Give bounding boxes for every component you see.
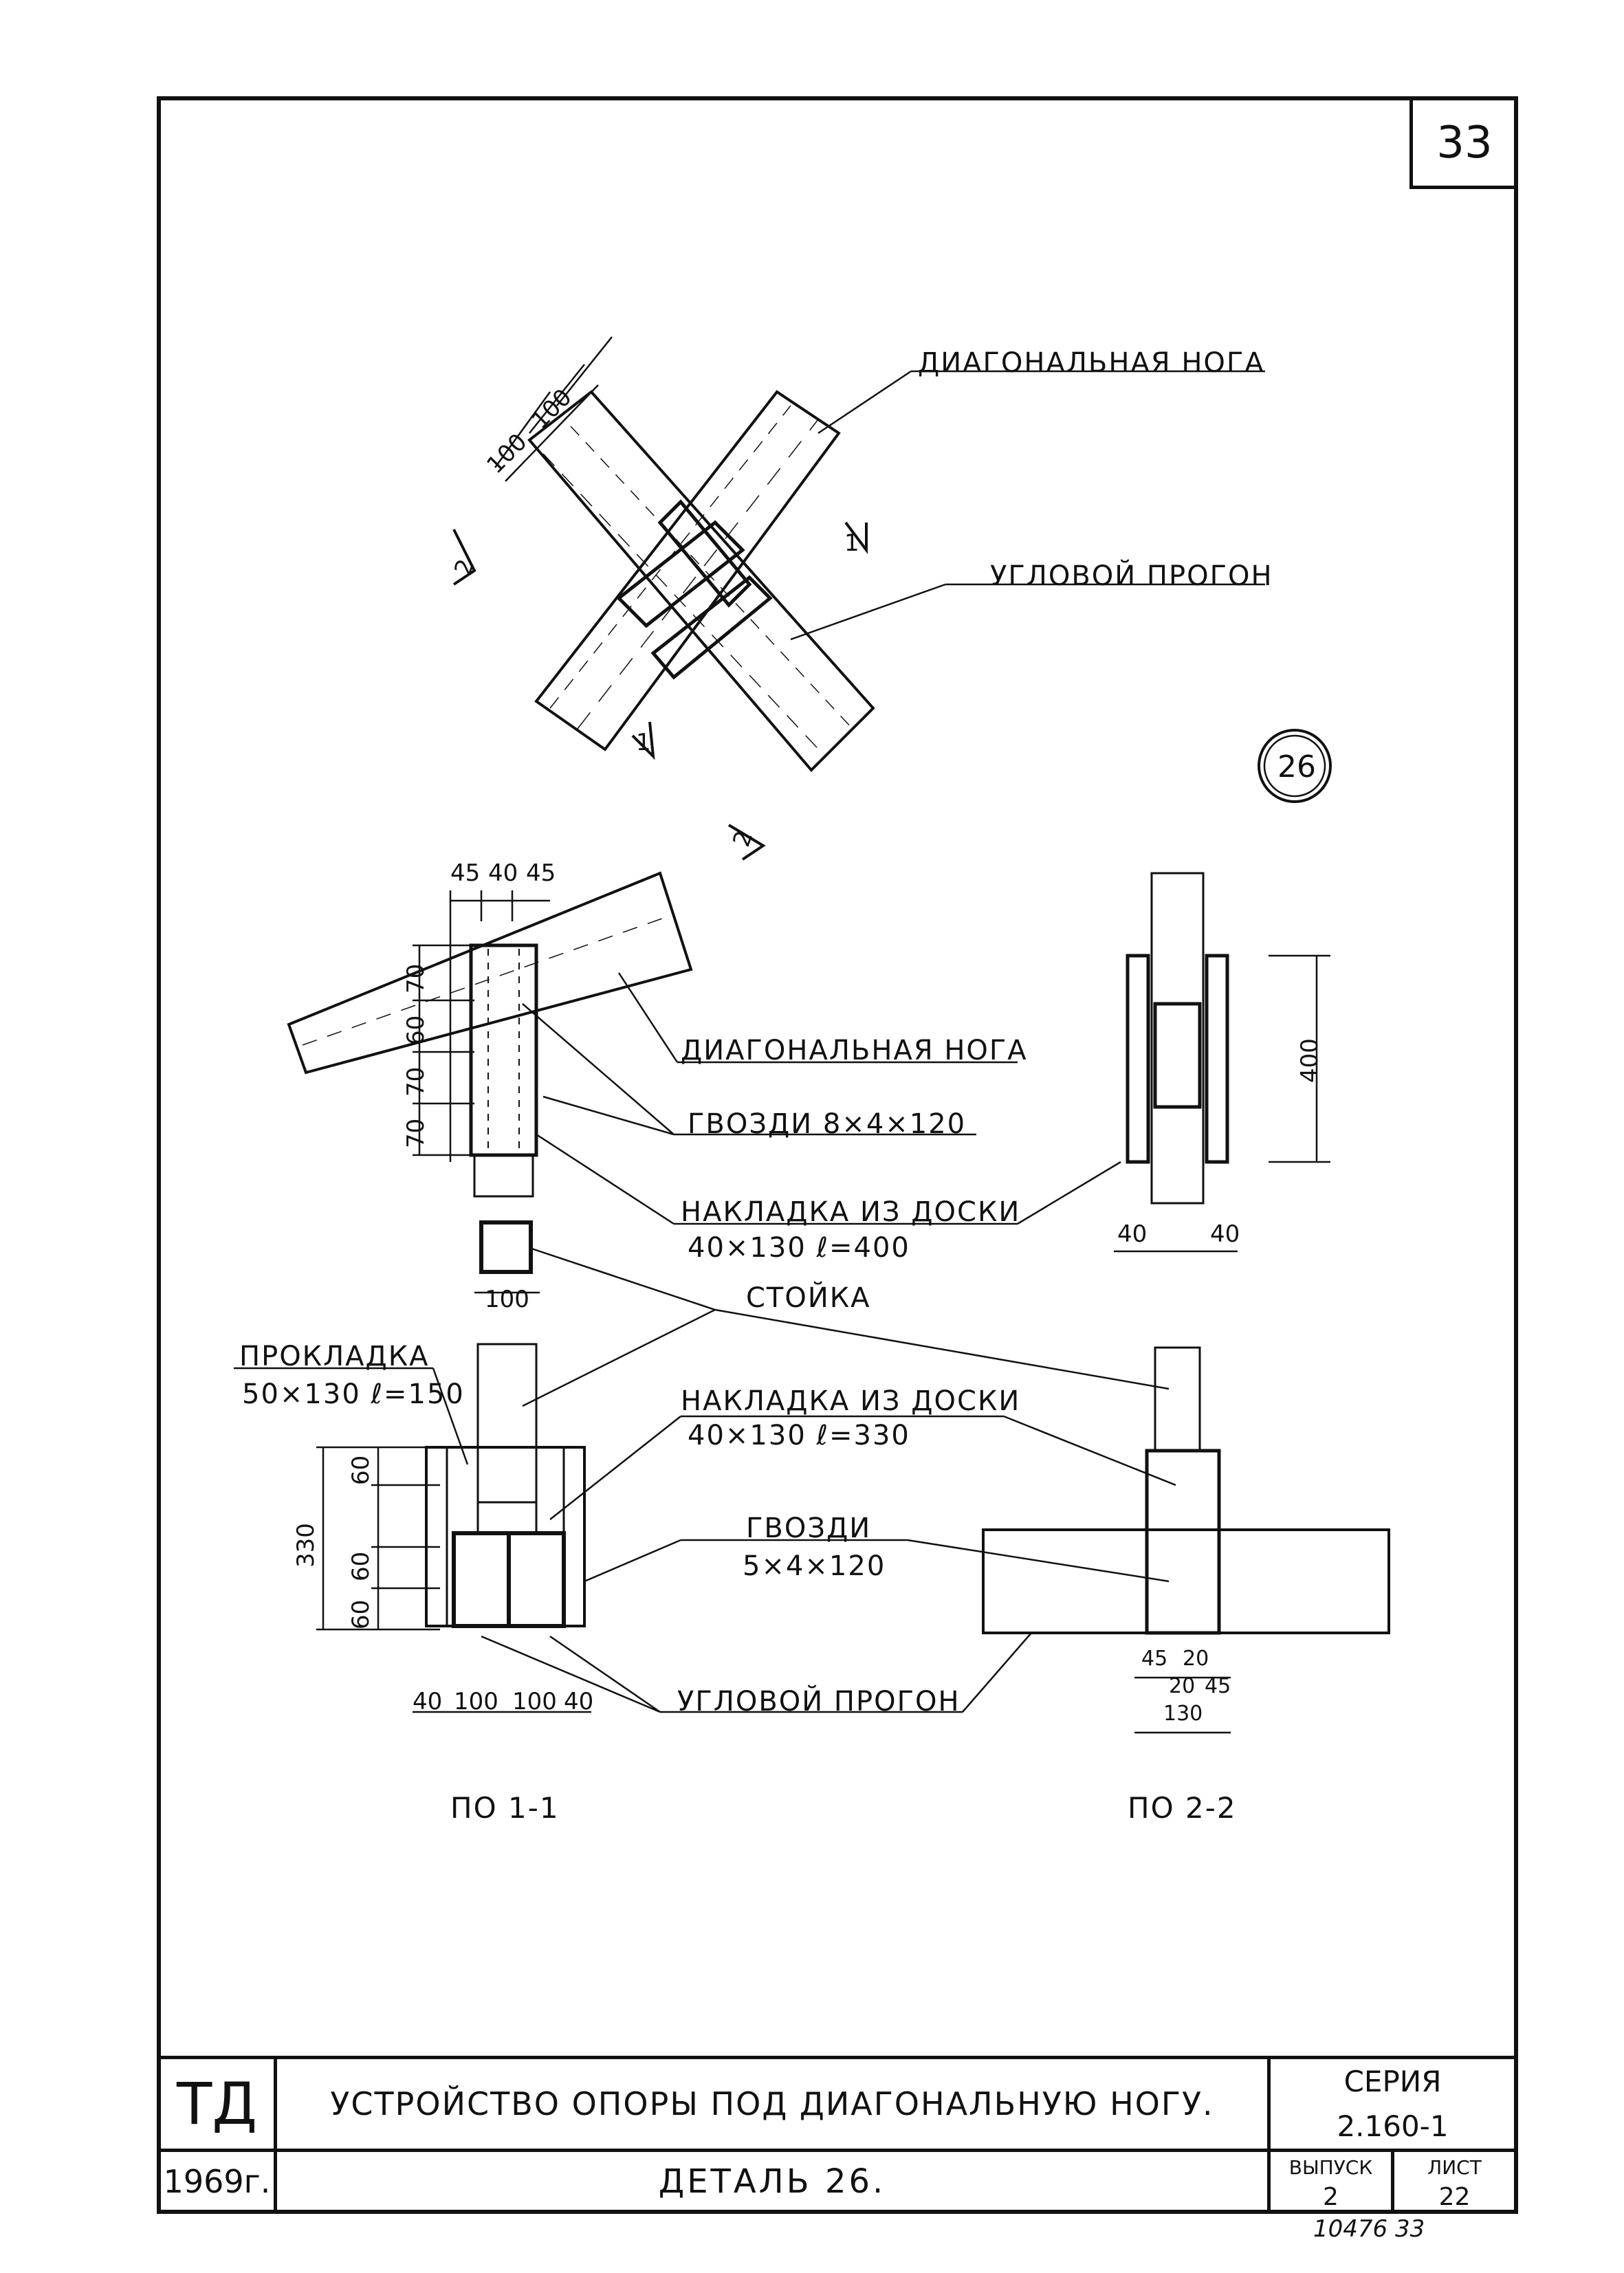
s11-post	[476, 1343, 538, 1504]
title-block-year: 1969г.	[157, 2152, 277, 2214]
plan-section-mark-1b: 1	[636, 729, 651, 756]
s22-bottom-dim-1: 45	[1141, 1647, 1168, 1671]
s11-label-post: СТОЙКА	[746, 1282, 871, 1314]
s22-corner-purlin	[982, 1528, 1390, 1634]
plan-label-diagonal-leg: ДИАГОНАЛЬНАЯ НОГА	[918, 347, 1265, 379]
archive-note: 10476 33	[1313, 2215, 1425, 2243]
s11-bottom-dim-1: 40	[413, 1688, 443, 1715]
plan-label-corner-purlin: УГЛОВОЙ ПРОГОН	[990, 560, 1273, 592]
s11-post-dim: 100	[485, 1286, 529, 1313]
s22-post-lower	[1154, 1346, 1201, 1452]
plan-joint	[616, 499, 773, 680]
s11-label-plate-lower-1: НАКЛАДКА ИЗ ДОСКИ	[681, 1385, 1021, 1417]
title-block-org: ТД	[157, 2056, 277, 2152]
s11-label-corner-purlin: УГЛОВОЙ ПРОГОН	[677, 1686, 961, 1717]
plan-section-marks	[452, 521, 868, 861]
plan-dim-lines	[494, 336, 613, 482]
title-block-sheet-label: ЛИСТ	[1391, 2152, 1518, 2183]
s11-lower-dim-3: 60	[347, 1599, 375, 1629]
s11-side-dim-4: 70	[402, 1118, 430, 1148]
s11-lower-plates	[425, 1446, 586, 1627]
s11-label-plate-lower-2: 40×130 ℓ=330	[688, 1420, 910, 1451]
s11-label-nails-upper: ГВОЗДИ 8×4×120	[688, 1108, 967, 1140]
plan-corner-purlin	[527, 390, 875, 772]
leader-lines	[234, 370, 1265, 1713]
s22-bottom-dim-2: 20	[1183, 1647, 1209, 1671]
plan-diagonal-leg	[534, 390, 841, 751]
s22-side-dim-1: 40	[1117, 1220, 1148, 1248]
title-block-title: УСТРОЙСТВО ОПОРЫ ПОД ДИАГОНАЛЬНУЮ НОГУ.	[277, 2056, 1267, 2152]
title-block-subtitle: ДЕТАЛЬ 26.	[277, 2152, 1267, 2214]
sheet-number: 33	[1409, 100, 1516, 189]
s22-bottom-dim-4: 45	[1205, 1674, 1231, 1698]
s11-label-plate-upper-1: НАКЛАДКА ИЗ ДОСКИ	[681, 1196, 1021, 1228]
s11-side-dim-3: 70	[402, 1066, 430, 1097]
s11-caption: ПО 1-1	[450, 1791, 560, 1825]
s11-upper-plate	[469, 943, 538, 1157]
s22-bottom-dim-total: 130	[1163, 1702, 1203, 1726]
s11-diagonal-leg	[287, 871, 693, 1075]
title-block-series-label: СЕРИЯ	[1267, 2056, 1518, 2104]
s11-side-dim-2: 60	[402, 1015, 430, 1045]
s11-bottom-dim-2: 100	[454, 1688, 498, 1715]
s11-bottom-dim-4: 40	[564, 1688, 594, 1715]
s11-bottom-dim-3: 100	[512, 1688, 557, 1715]
s11-top-dim-1: 45	[450, 859, 481, 887]
s11-lower-dim-2: 60	[347, 1551, 375, 1581]
s11-lower-dim-total: 330	[292, 1523, 320, 1568]
s22-post-upper	[1150, 872, 1205, 1205]
s11-dim-lines	[316, 890, 591, 1713]
title-block: ТД УСТРОЙСТВО ОПОРЫ ПОД ДИАГОНАЛЬНУЮ НОГ…	[157, 2056, 1518, 2214]
s11-label-nails-lower-1: ГВОЗДИ	[746, 1513, 872, 1544]
s11-top-dim-3: 45	[526, 859, 556, 887]
s11-post-section	[479, 1220, 533, 1274]
s11-label-nails-lower-2: 5×4×120	[743, 1550, 886, 1582]
s11-label-spacer-1: ПРОКЛАДКА	[239, 1341, 430, 1372]
detail-mark: 26	[1277, 749, 1316, 784]
s22-bottom-dim-3: 20	[1169, 1674, 1196, 1698]
s11-label-spacer-2: 50×130 ℓ=150	[242, 1379, 465, 1410]
s11-side-dim-1: 70	[402, 963, 430, 993]
title-block-series-value: 2.160-1	[1267, 2104, 1518, 2152]
title-block-issue-value: 2	[1267, 2183, 1391, 2214]
plan-section-mark-1a: 1	[844, 529, 859, 557]
s11-label-diagonal-leg: ДИАГОНАЛЬНАЯ НОГА	[681, 1035, 1028, 1066]
title-block-sheet-value: 22	[1391, 2183, 1518, 2214]
s11-lower-dim-1: 60	[347, 1455, 375, 1485]
s22-dim-lines	[1114, 954, 1330, 1734]
s22-side-dim-2: 40	[1210, 1220, 1240, 1248]
s22-height-dim: 400	[1296, 1038, 1324, 1083]
title-block-issue-label: ВЫПУСК	[1267, 2152, 1391, 2183]
s22-caption: ПО 2-2	[1128, 1791, 1237, 1825]
s11-label-plate-upper-2: 40×130 ℓ=400	[688, 1232, 910, 1264]
s11-top-dim-2: 40	[488, 859, 518, 887]
